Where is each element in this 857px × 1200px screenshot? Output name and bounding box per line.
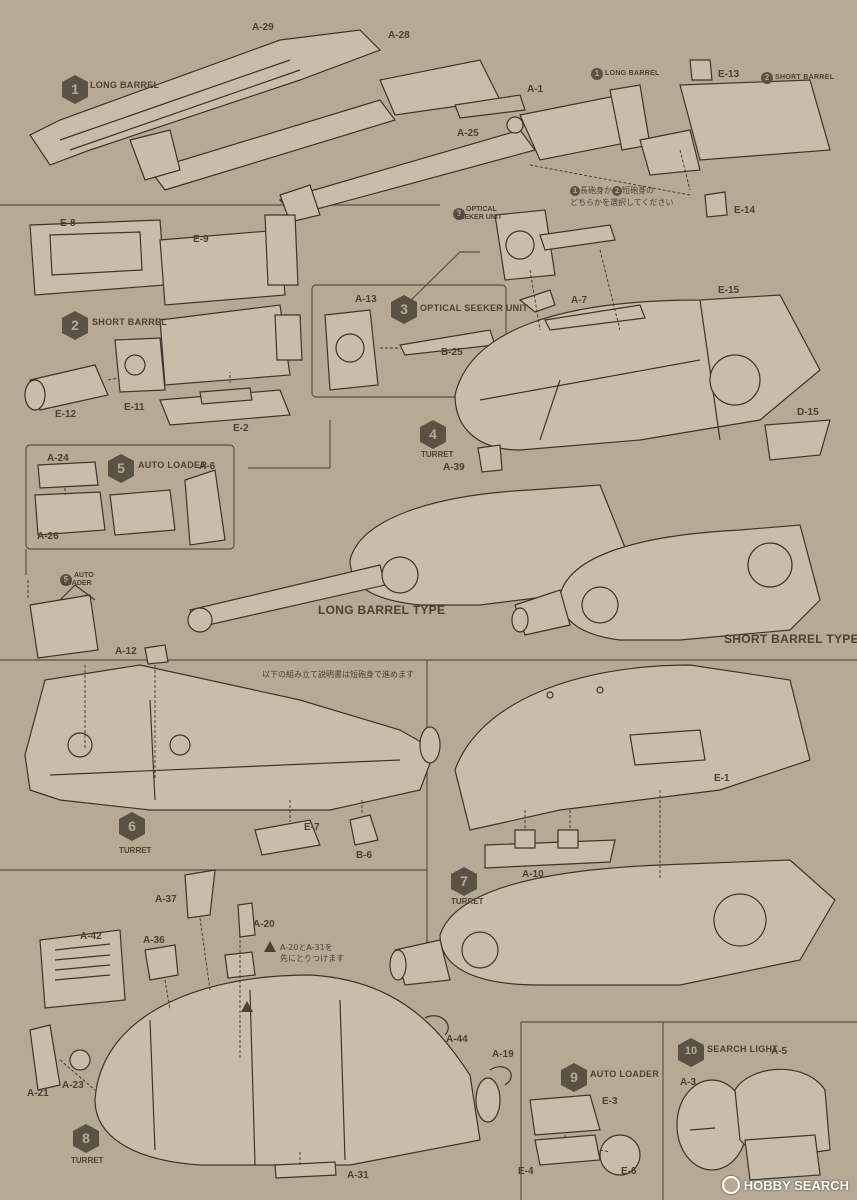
part-label: A-23 (62, 1080, 84, 1091)
step-number-text: 7 (460, 873, 468, 889)
part-label: A-19 (492, 1049, 514, 1060)
step-7-title: TURRET (451, 897, 484, 906)
step-6-title: TURRET (119, 846, 152, 855)
part-label: A-20 (253, 919, 275, 930)
part-label: A-21 (27, 1088, 49, 1099)
part-label: E-1 (714, 773, 730, 784)
step-number-text: 6 (128, 818, 136, 834)
mini-long-barrel-title: LONG BARREL (605, 70, 660, 77)
step-number-text: 5 (117, 460, 125, 476)
part-label: B-6 (356, 850, 373, 861)
part-label: A-12 (115, 646, 137, 657)
attach-first-note-1: A-20とA-31を (280, 943, 333, 952)
part-label: E-14 (734, 205, 756, 216)
step-1-title: LONG BARREL (90, 80, 160, 90)
note-text-a: 長砲身か (580, 186, 612, 195)
part-label: A-6 (199, 461, 216, 472)
part-label: A-36 (143, 935, 165, 946)
part-label: A-25 (457, 128, 479, 139)
step-6-number: 6 (121, 815, 143, 837)
mini-step-2-badge: 2 (761, 72, 773, 84)
part-label: A-13 (355, 294, 377, 305)
long-barrel-type-label: LONG BARREL TYPE (318, 603, 446, 617)
step-number-text: 4 (429, 426, 437, 442)
part-label: E-8 (60, 218, 76, 229)
hobby-search-watermark: HOBBY SEARCH (721, 1176, 849, 1194)
step-8-title: TURRET (71, 1156, 104, 1165)
step-4-number: 4 (422, 423, 444, 445)
step-10-title: SEARCH LIGHT (707, 1044, 779, 1054)
mini-optical-line1: OPTICAL (466, 206, 497, 213)
part-label: A-31 (347, 1170, 369, 1181)
note-num1: 1 (570, 186, 580, 196)
part-label: E-11 (124, 402, 145, 413)
mini-number: 2 (764, 73, 770, 82)
part-label: A-1 (527, 84, 544, 95)
part-label: E-12 (55, 409, 77, 420)
step-8-number: 8 (75, 1127, 97, 1149)
choose-barrel-note-2: どちらかを選択してください (570, 198, 674, 207)
mini-step-5-badge: 5 (60, 574, 72, 586)
note-num2: 2 (612, 186, 622, 196)
attach-first-note-2: 先にとりつけます (280, 954, 345, 963)
part-label: A-5 (771, 1046, 788, 1057)
part-label: A-44 (446, 1034, 468, 1045)
part-label: A-26 (37, 531, 59, 542)
step-5-number: 5 (110, 457, 132, 479)
hobby-search-logo-icon (721, 1176, 740, 1194)
mini-autoloader-line1: AUTO (74, 572, 94, 579)
step-7-number: 7 (453, 870, 475, 892)
part-label: E-2 (233, 423, 249, 434)
part-label: A-10 (522, 869, 544, 880)
part-label: E-6 (621, 1166, 637, 1177)
step-number-text: 2 (71, 317, 79, 333)
part-label: D-15 (797, 407, 819, 418)
step-number-text: 8 (82, 1130, 90, 1146)
mini-step-1-badge: 1 (591, 68, 603, 80)
step-number-text: 1 (71, 81, 79, 97)
part-label: E-4 (518, 1166, 534, 1177)
part-label: A-7 (571, 295, 588, 306)
note-text-b: 短砲身の (622, 186, 654, 195)
part-label: E-13 (718, 69, 740, 80)
mini-number: 5 (63, 575, 69, 584)
mini-step-3-badge: 3 (453, 208, 465, 220)
mini-short-barrel-title: SHORT BARREL (775, 74, 835, 81)
step-number-text: 3 (400, 301, 408, 317)
step-3-title: OPTICAL SEEKER UNIT (420, 303, 529, 313)
step-1-number: 1 (64, 78, 86, 100)
part-label: B-25 (441, 347, 463, 358)
step-number-text: 9 (570, 1069, 578, 1085)
part-label: E-3 (602, 1096, 618, 1107)
part-label: A-39 (443, 462, 465, 473)
part-label: A-37 (155, 894, 177, 905)
part-label: E-9 (193, 234, 209, 245)
step-3-number: 3 (393, 298, 415, 320)
step-9-title: AUTO LOADER (590, 1069, 660, 1079)
step-2-title: SHORT BARREL (92, 317, 168, 327)
part-label: A-29 (252, 22, 274, 33)
short-barrel-type-label: SHORT BARREL TYPE (724, 632, 857, 646)
mini-number: 3 (456, 209, 462, 218)
step-10-number: 10 (680, 1041, 702, 1063)
part-label: A-3 (680, 1077, 697, 1088)
part-label: E-7 (304, 822, 320, 833)
mini-optical-line2: SEEKER UNIT (455, 214, 503, 221)
part-label: E-15 (718, 285, 740, 296)
part-label: A-42 (80, 931, 102, 942)
mini-number: 1 (594, 69, 600, 78)
part-label: A-24 (47, 453, 69, 464)
mini-autoloader-line2: LOADER (62, 580, 92, 587)
step-9-number: 9 (563, 1066, 585, 1088)
short-barrel-followup-note: 以下の組み立て説明書は短砲身で進めます (262, 670, 414, 679)
step-5-title: AUTO LOADER (138, 460, 208, 470)
watermark-text: HOBBY SEARCH (743, 1177, 849, 1193)
part-label: A-28 (388, 30, 410, 41)
step-number-text: 10 (684, 1045, 698, 1057)
step-4-title: TURRET (421, 450, 454, 459)
step-2-number: 2 (64, 314, 86, 336)
